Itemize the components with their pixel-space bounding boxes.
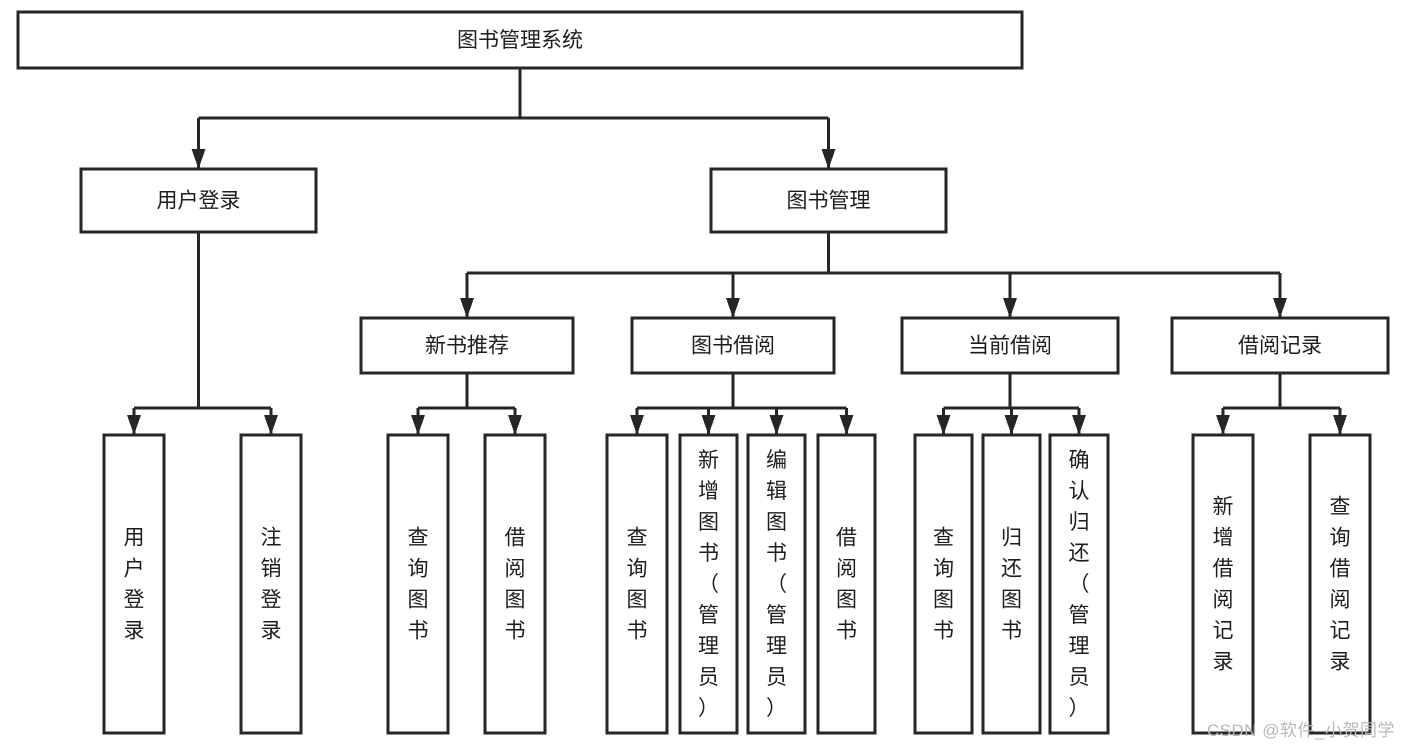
node-leaf-return-book-label: 归还图书: [1001, 526, 1022, 642]
edge-arrowhead: [411, 415, 425, 435]
node-leaf-edit-book[interactable]: 编辑图书（管理员）: [746, 433, 807, 735]
edge-arrowhead: [460, 298, 474, 318]
node-root-label: 图书管理系统: [457, 29, 583, 52]
node-leaf-return-book[interactable]: 归还图书: [981, 433, 1042, 735]
node-leaf-borrow-book-1-box[interactable]: [483, 433, 547, 735]
node-leaf-query-book-1-label: 查询图书: [408, 526, 429, 642]
edge-arrowhead: [726, 298, 740, 318]
edge-arrowhead: [936, 415, 951, 435]
node-leaf-query-record-label: 查询借阅记录: [1330, 495, 1351, 673]
node-borrow-record-label: 借阅记录: [1238, 335, 1322, 358]
edges-layer: [127, 68, 1347, 435]
node-user-login[interactable]: 用户登录: [79, 167, 318, 234]
node-book-manage-label: 图书管理: [787, 190, 871, 213]
node-leaf-user-login-box[interactable]: [102, 433, 166, 735]
node-new-book-recommend[interactable]: 新书推荐: [359, 316, 575, 375]
edge-arrowhead: [191, 149, 206, 169]
edge-arrowhead: [1333, 415, 1347, 435]
node-leaf-query-book-1-box[interactable]: [386, 433, 450, 735]
node-leaf-add-book-box[interactable]: [678, 433, 739, 735]
node-book-manage[interactable]: 图书管理: [709, 167, 948, 234]
node-book-borrow-box[interactable]: [630, 316, 836, 375]
node-leaf-add-record-box[interactable]: [1191, 433, 1255, 735]
node-user-login-box[interactable]: [79, 167, 318, 234]
node-new-book-recommend-box[interactable]: [359, 316, 575, 375]
edge-arrowhead: [1004, 415, 1019, 435]
node-root[interactable]: 图书管理系统: [16, 10, 1024, 70]
nodes-layer: 图书管理系统用户登录图书管理新书推荐图书借阅当前借阅借阅记录用户登录注销登录查询…: [16, 10, 1390, 735]
node-current-borrow-box[interactable]: [900, 316, 1120, 375]
edge-arrowhead: [1273, 298, 1287, 318]
node-leaf-user-login-label: 用户登录: [124, 526, 145, 642]
node-leaf-query-book-3-label: 查询图书: [933, 526, 954, 642]
node-leaf-query-book-2-label: 查询图书: [627, 526, 648, 642]
node-leaf-add-record[interactable]: 新增借阅记录: [1191, 433, 1255, 735]
node-current-borrow[interactable]: 当前借阅: [900, 316, 1120, 375]
node-leaf-edit-book-label: 编辑图书（管理员）: [766, 449, 787, 720]
node-leaf-query-record[interactable]: 查询借阅记录: [1308, 433, 1372, 735]
edge-arrowhead: [1216, 415, 1230, 435]
node-leaf-query-book-1[interactable]: 查询图书: [386, 433, 450, 735]
node-leaf-borrow-book-2[interactable]: 借阅图书: [816, 433, 877, 735]
node-new-book-recommend-label: 新书推荐: [425, 335, 509, 358]
node-current-borrow-label: 当前借阅: [968, 335, 1052, 358]
node-leaf-add-record-label: 新增借阅记录: [1213, 495, 1234, 673]
node-leaf-logout-box[interactable]: [239, 433, 303, 735]
node-leaf-borrow-book-1-label: 借阅图书: [505, 526, 526, 642]
node-leaf-query-book-2[interactable]: 查询图书: [605, 433, 669, 735]
edge-arrowhead: [769, 415, 784, 435]
edge-arrowhead: [508, 415, 522, 435]
edge-arrowhead: [127, 415, 141, 435]
node-root-box[interactable]: [16, 10, 1024, 70]
node-book-borrow[interactable]: 图书借阅: [630, 316, 836, 375]
node-leaf-confirm-return[interactable]: 确认归还（管理员）: [1048, 433, 1110, 735]
edge-arrowhead: [821, 149, 836, 169]
edge-arrowhead: [1003, 298, 1017, 318]
node-leaf-logout-label: 注销登录: [261, 526, 282, 642]
edge-arrowhead: [701, 415, 716, 435]
node-leaf-user-login[interactable]: 用户登录: [102, 433, 166, 735]
node-leaf-query-book-2-box[interactable]: [605, 433, 669, 735]
node-leaf-borrow-book-2-box[interactable]: [816, 433, 877, 735]
node-leaf-logout[interactable]: 注销登录: [239, 433, 303, 735]
edge-arrowhead: [264, 415, 278, 435]
edge-arrowhead: [630, 415, 644, 435]
node-leaf-add-book[interactable]: 新增图书（管理员）: [678, 433, 739, 735]
node-user-login-label: 用户登录: [157, 190, 241, 213]
node-book-manage-box[interactable]: [709, 167, 948, 234]
node-leaf-edit-book-box[interactable]: [746, 433, 807, 735]
node-leaf-borrow-book-2-label: 借阅图书: [836, 526, 857, 642]
node-leaf-return-book-box[interactable]: [981, 433, 1042, 735]
node-borrow-record-box[interactable]: [1170, 316, 1390, 375]
edge-arrowhead: [839, 415, 854, 435]
node-leaf-query-book-3-box[interactable]: [913, 433, 974, 735]
node-leaf-confirm-return-label: 确认归还（管理员）: [1069, 449, 1090, 720]
node-leaf-add-book-label: 新增图书（管理员）: [698, 449, 719, 720]
edge-arrowhead: [1072, 415, 1086, 435]
node-leaf-borrow-book-1[interactable]: 借阅图书: [483, 433, 547, 735]
node-leaf-confirm-return-box[interactable]: [1048, 433, 1110, 735]
node-book-borrow-label: 图书借阅: [691, 335, 775, 358]
node-leaf-query-book-3[interactable]: 查询图书: [913, 433, 974, 735]
node-leaf-query-record-box[interactable]: [1308, 433, 1372, 735]
node-borrow-record[interactable]: 借阅记录: [1170, 316, 1390, 375]
